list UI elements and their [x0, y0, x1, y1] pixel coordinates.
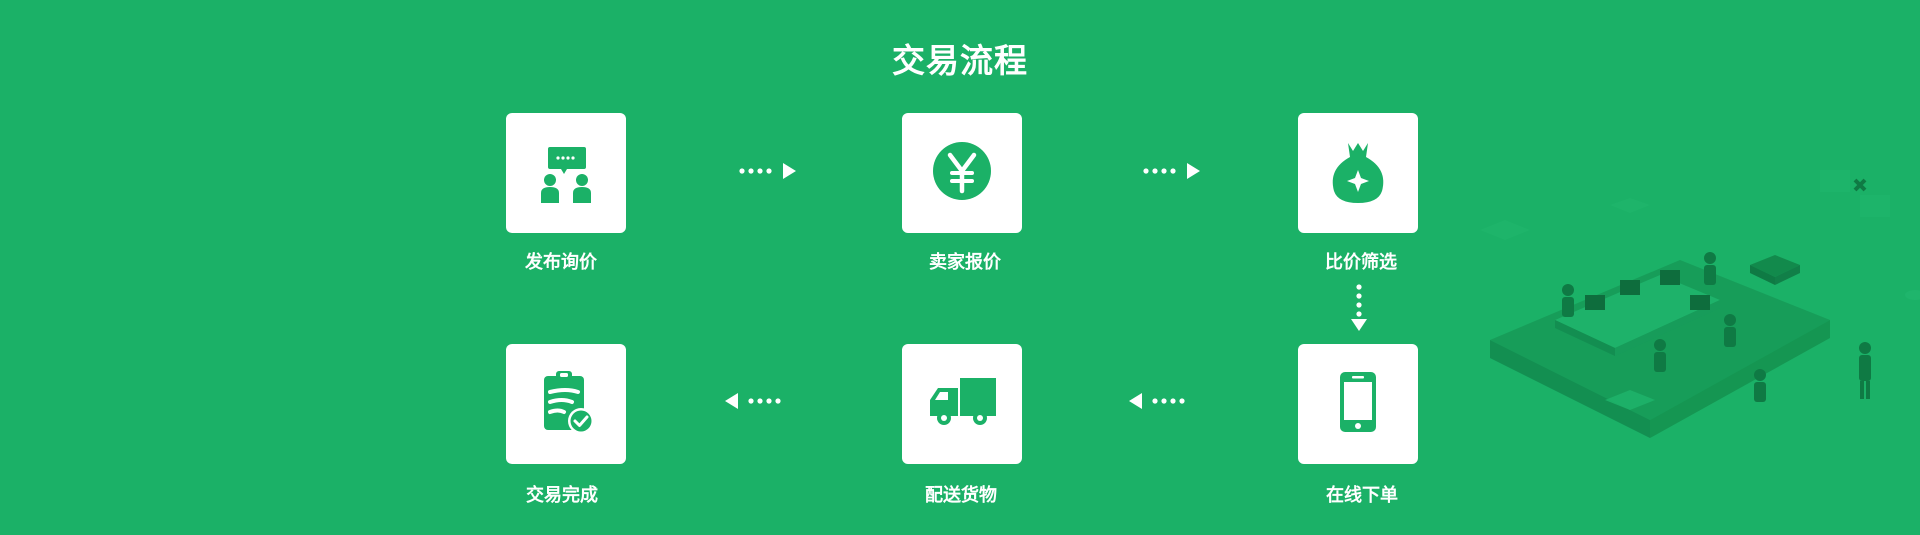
arrow-left-icon — [1129, 393, 1185, 409]
step-card-seller-quote — [902, 113, 1022, 233]
step-card-publish-inquiry — [506, 113, 626, 233]
step-label-seller-quote: 卖家报价 — [929, 252, 1001, 273]
step-label-trade-complete: 交易完成 — [526, 485, 598, 506]
step-card-online-order — [1298, 344, 1418, 464]
step-label-publish-inquiry: 发布询价 — [525, 252, 597, 273]
clipboard-check-icon — [544, 371, 594, 434]
mobile-phone-icon — [1340, 372, 1376, 432]
money-bag-icon — [1332, 143, 1384, 203]
inquiry-chat-icon — [541, 147, 591, 203]
step-card-delivery — [902, 344, 1022, 464]
step-card-trade-complete — [506, 344, 626, 464]
step-label-online-order: 在线下单 — [1326, 485, 1398, 506]
arrow-right-icon — [1143, 163, 1200, 179]
yen-coin-icon — [933, 142, 991, 200]
arrow-right-icon — [739, 163, 796, 179]
step-label-delivery: 配送货物 — [925, 485, 997, 506]
arrow-down-icon — [1351, 284, 1367, 331]
delivery-truck-icon — [930, 378, 996, 425]
office-illustration — [1480, 170, 1920, 438]
step-label-compare-filter: 比价筛选 — [1325, 252, 1397, 273]
arrow-left-icon — [725, 393, 781, 409]
page-title: 交易流程 — [892, 41, 1028, 80]
step-card-compare-filter — [1298, 113, 1418, 233]
